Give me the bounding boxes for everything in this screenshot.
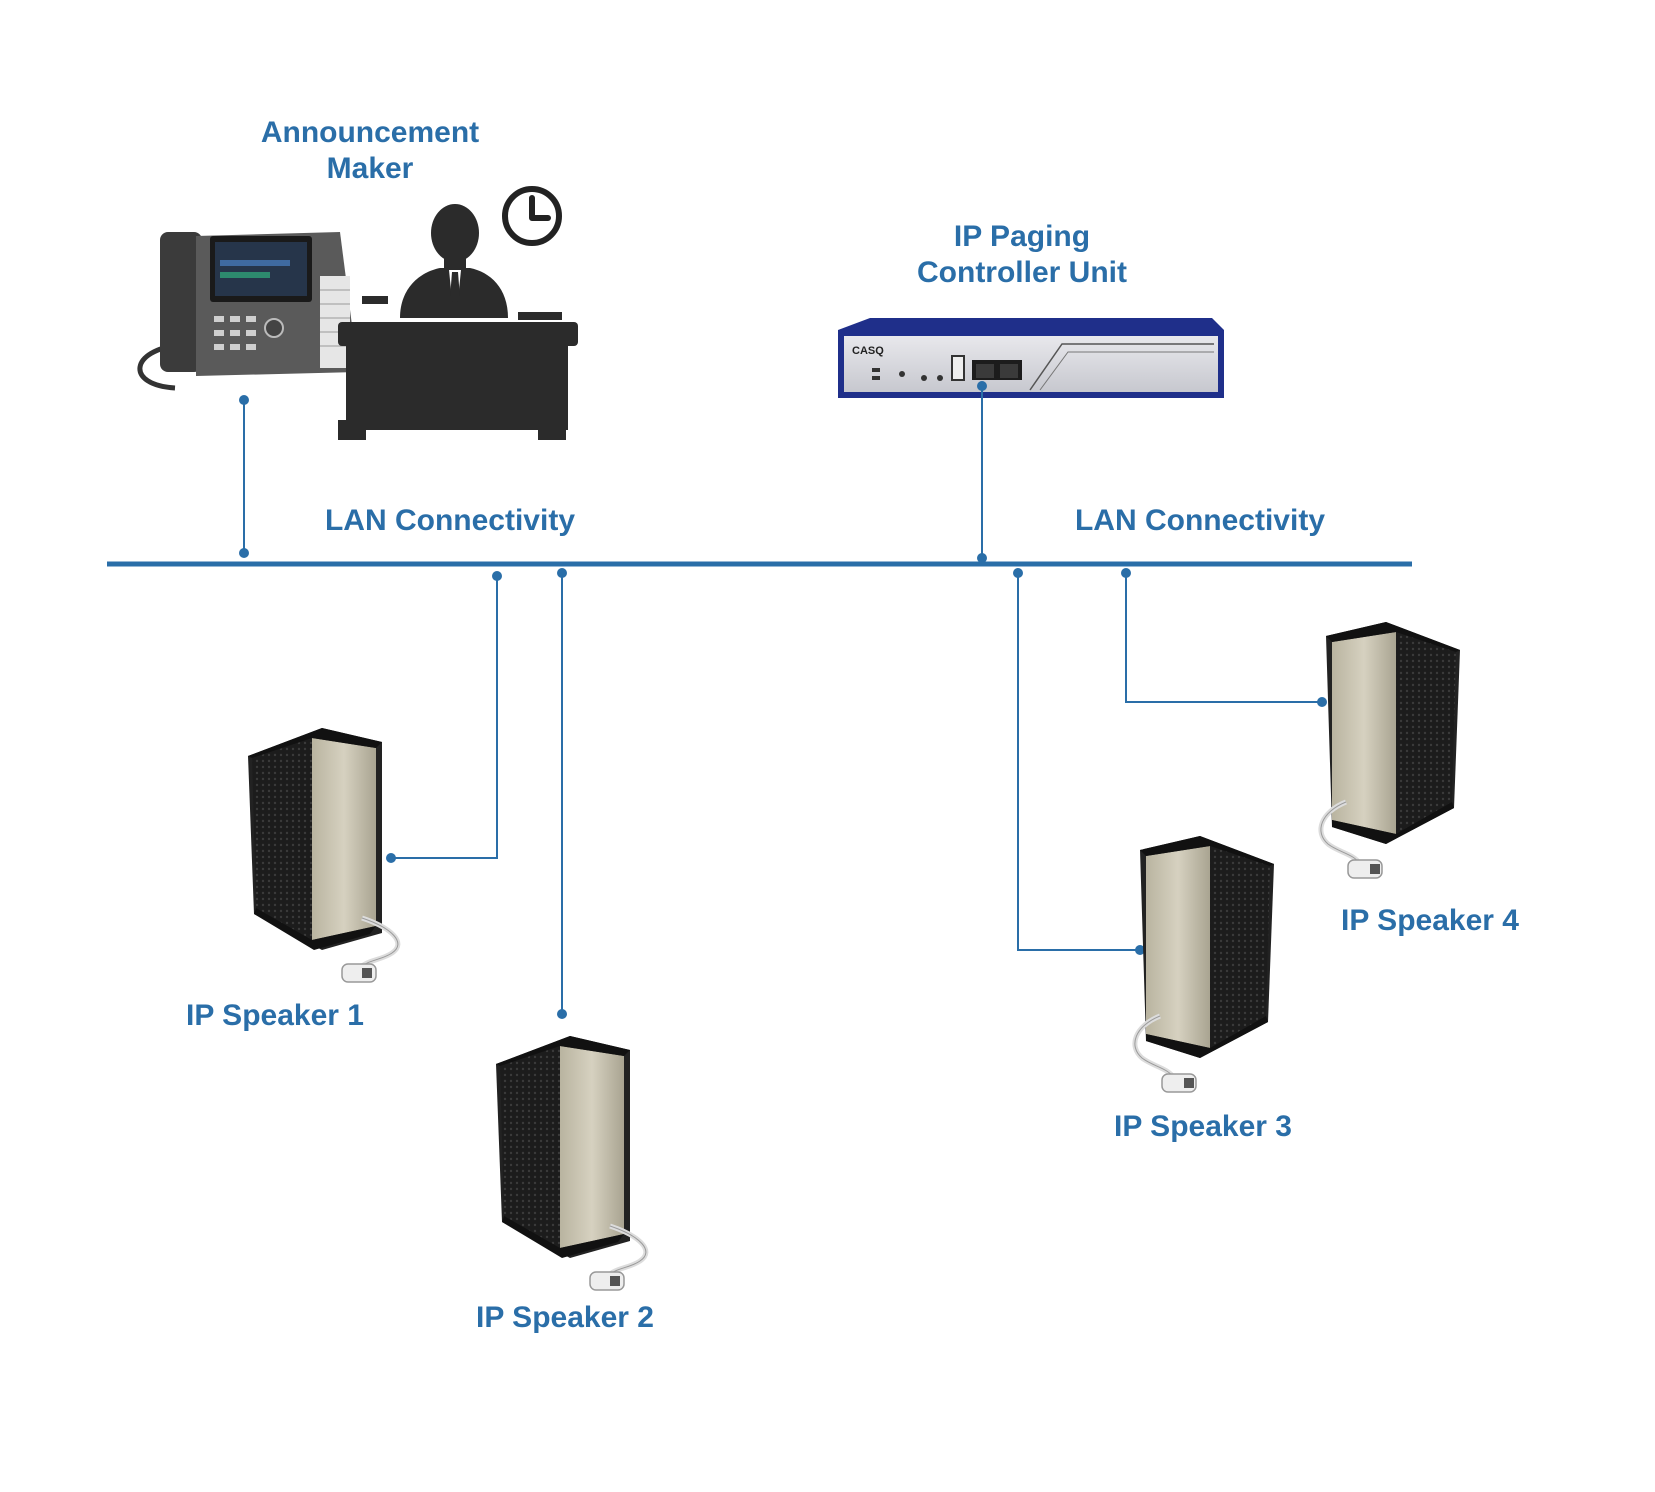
controller-brand: CASQ xyxy=(852,345,884,357)
speaker4-label: IP Speaker 4 xyxy=(1341,904,1519,937)
controller-label-line2: Controller Unit xyxy=(917,256,1127,289)
ip-speaker-2-icon xyxy=(496,1036,646,1290)
speaker1-label: IP Speaker 1 xyxy=(186,999,364,1032)
lan-wiring xyxy=(107,381,1412,1019)
ip-speaker-3-icon xyxy=(1135,836,1274,1092)
desk-phone-icon xyxy=(137,232,358,391)
lan-label-right: LAN Connectivity xyxy=(1075,504,1325,537)
announcement-maker-label-line1: Announcement xyxy=(261,116,479,149)
office-worker-icon xyxy=(338,204,578,440)
announcement-maker-label-line2: Maker xyxy=(327,152,414,185)
ip-speaker-1-icon xyxy=(248,728,398,982)
ip-speaker-4-icon xyxy=(1321,622,1460,878)
lan-label-left: LAN Connectivity xyxy=(325,504,575,537)
clock-icon xyxy=(502,186,562,246)
speaker3-label: IP Speaker 3 xyxy=(1114,1110,1292,1143)
paging-controller-icon: CASQ xyxy=(838,318,1224,398)
speaker2-label: IP Speaker 2 xyxy=(476,1301,654,1334)
controller-label-line1: IP Paging xyxy=(954,220,1090,253)
